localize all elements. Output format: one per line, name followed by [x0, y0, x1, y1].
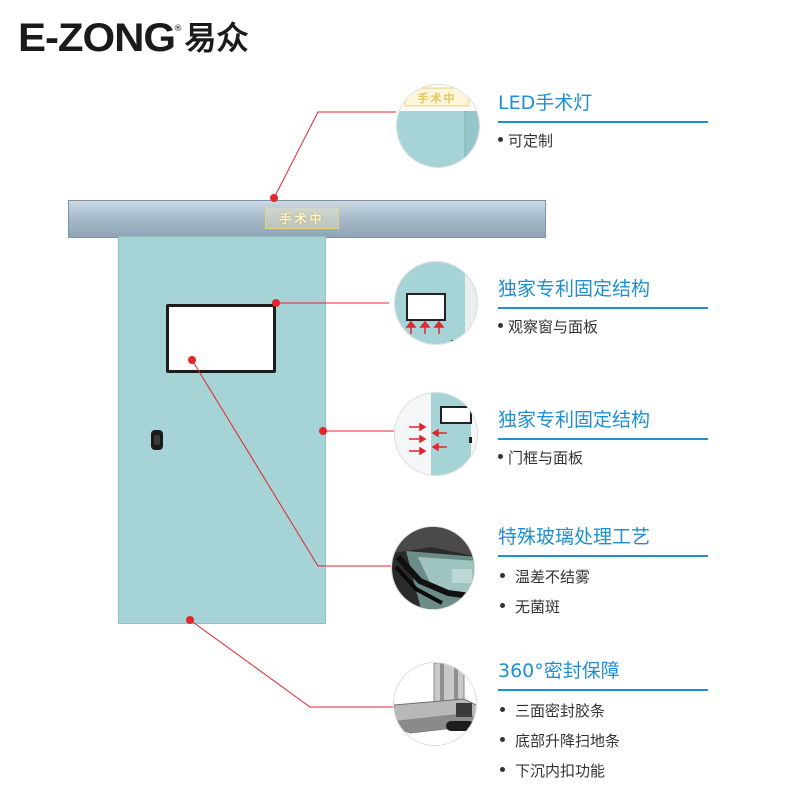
feature-items: 可定制: [498, 131, 708, 152]
connector-dot-seal: [186, 616, 194, 624]
feature-item: 温差不结雾: [498, 567, 708, 588]
door-handle: [151, 430, 163, 450]
bullet-icon: [500, 602, 505, 608]
feature-items: 温差不结雾 无菌斑: [498, 567, 708, 618]
connector-seal: [189, 619, 393, 708]
feature-seal: 360°密封保障 三面密封胶条 底部升降扫地条 下沉内扣功能: [498, 660, 708, 787]
bullet-icon: [500, 736, 505, 742]
feature-glass: 特殊玻璃处理工艺 温差不结雾 无菌斑: [498, 526, 708, 623]
feature-items: 门框与面板: [498, 448, 708, 469]
connector-led: [273, 111, 396, 199]
feature-item: 下沉内扣功能: [498, 761, 708, 782]
in-surgery-sign: 手术中: [265, 207, 339, 229]
connector-dot-glass: [188, 356, 196, 364]
brand-latin: E-ZONG: [18, 16, 176, 60]
bullet-icon: [500, 706, 505, 712]
svg-text:手术中: 手术中: [418, 91, 457, 105]
feature-item: 门框与面板: [498, 448, 708, 469]
connector-dot-door-frame: [319, 427, 327, 435]
feature-title: 特殊玻璃处理工艺: [498, 526, 708, 557]
feature-item: 观察窗与面板: [498, 317, 708, 338]
feature-frame-fixing: 独家专利固定结构 门框与面板: [498, 409, 708, 474]
brand-logo: E-ZONG ® 易众: [18, 18, 249, 58]
brand-chinese: 易众: [184, 19, 249, 57]
detail-window-fixing: [394, 261, 478, 345]
bullet-icon: [500, 572, 505, 578]
feature-title: 独家专利固定结构: [498, 409, 708, 440]
feature-title: 360°密封保障: [498, 660, 708, 691]
feature-item: 三面密封胶条: [498, 701, 708, 722]
connector-glass: [191, 359, 392, 567]
feature-item: 无菌斑: [498, 597, 708, 618]
detail-led-light: 手术中: [396, 84, 480, 168]
door-panel: [118, 236, 326, 624]
feature-items: 观察窗与面板: [498, 317, 708, 338]
feature-title: 独家专利固定结构: [498, 278, 708, 309]
bullet-icon: [500, 766, 505, 772]
feature-items: 三面密封胶条 底部升降扫地条 下沉内扣功能: [498, 701, 708, 782]
feature-item: 底部升降扫地条: [498, 731, 708, 752]
feature-window-fixing: 独家专利固定结构 观察窗与面板: [498, 278, 708, 343]
detail-frame-fixing: [394, 392, 478, 476]
feature-led-light: LED手术灯 可定制: [498, 92, 708, 157]
feature-title: LED手术灯: [498, 92, 708, 123]
registered-mark: ®: [173, 24, 183, 34]
connector-dot-led: [270, 194, 278, 202]
observation-window: [166, 304, 276, 373]
bullet-icon: [498, 322, 503, 328]
detail-seal: [393, 662, 477, 746]
bullet-icon: [498, 136, 503, 142]
connector-dot-window-frame: [272, 299, 280, 307]
feature-item: 可定制: [498, 131, 708, 152]
detail-glass: [391, 526, 475, 610]
bullet-icon: [498, 453, 503, 459]
